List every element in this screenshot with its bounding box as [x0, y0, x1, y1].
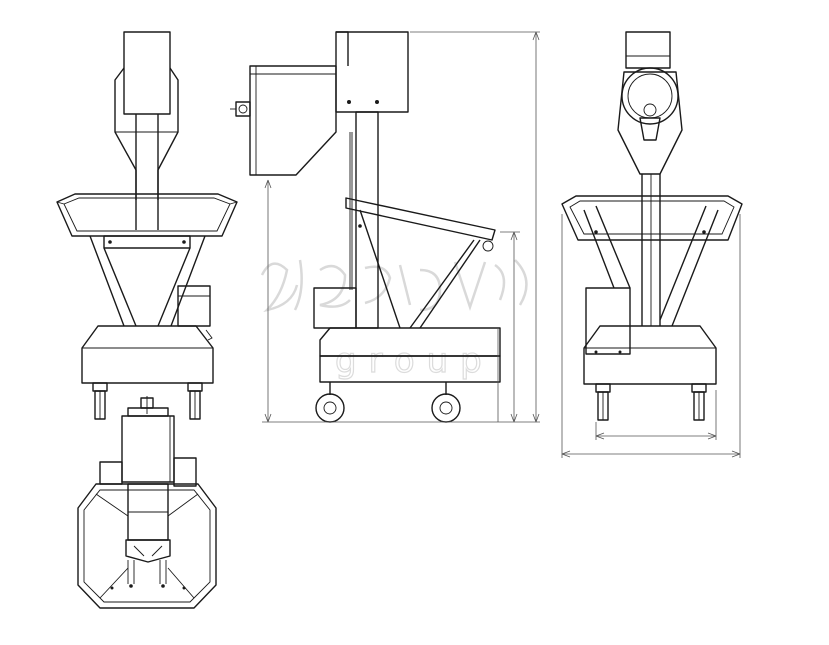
front-caster-right: [187, 382, 203, 420]
side-dimensions: [262, 31, 540, 423]
rear-caster-right: [691, 383, 707, 421]
top-view: [77, 396, 217, 609]
side-wheel-right: [431, 382, 461, 423]
rear-dimensions: [561, 214, 741, 458]
watermark-logo: group: [260, 259, 528, 382]
rear-view: [561, 31, 743, 458]
front-caster-left: [92, 382, 108, 420]
front-view: [56, 31, 238, 420]
rear-caster-left: [595, 383, 611, 421]
watermark-text: group: [335, 341, 494, 381]
side-view: [230, 31, 540, 423]
side-wheel-left: [315, 382, 345, 423]
